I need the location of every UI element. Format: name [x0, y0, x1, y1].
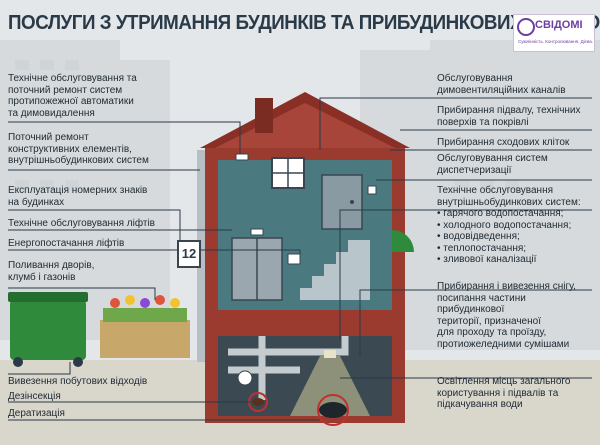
logo-name: СВІДОМІ	[535, 19, 583, 31]
apartment-door	[321, 174, 363, 230]
flower-box	[100, 320, 190, 358]
label-elevator-power: Енергопостачання ліфтів	[8, 238, 125, 249]
drainpipe	[197, 150, 205, 362]
label-elevator-maintenance: Технічне обслуговування ліфтів	[8, 218, 155, 229]
garbage-bin	[10, 300, 86, 360]
meter	[287, 253, 301, 265]
logo-tagline: Сумлінність. Контролювання. Дієва.	[518, 39, 594, 44]
label-disinsection: Дезінсекція	[8, 391, 61, 402]
smoke-detector-icon	[235, 153, 249, 161]
chimney	[255, 98, 273, 133]
roof-inner	[215, 103, 395, 148]
logo-mark-icon	[517, 18, 535, 36]
house-number-plate: 12	[177, 240, 201, 268]
label-stairs-cleaning: Прибирання сходових кліток	[437, 137, 570, 148]
label-watering: Поливання дворів,клумб і газонів	[8, 260, 95, 283]
label-deratization: Дератизація	[8, 408, 65, 419]
label-garbage-removal: Вивезення побутових відходів	[8, 376, 148, 387]
label-snow-removal: Прибирання і вивезення снігу,посипання ч…	[437, 281, 576, 350]
page-title: ПОСЛУГИ З УТРИМАННЯ БУДИНКІВ ТА ПРИБУДИН…	[8, 12, 600, 34]
rat-icon	[319, 402, 347, 418]
lamp-icon	[324, 350, 336, 358]
gauge-icon	[237, 370, 253, 386]
leader-lines	[8, 97, 592, 421]
brand-logo: СВІДОМІ Сумлінність. Контролювання. Дієв…	[513, 14, 595, 52]
dispatch-panel	[367, 185, 377, 195]
flower-icon	[110, 295, 180, 308]
entrance-canopy	[392, 230, 414, 252]
cockroach-icon	[252, 398, 264, 406]
staircase	[300, 240, 370, 300]
basement-pipes	[228, 336, 349, 400]
